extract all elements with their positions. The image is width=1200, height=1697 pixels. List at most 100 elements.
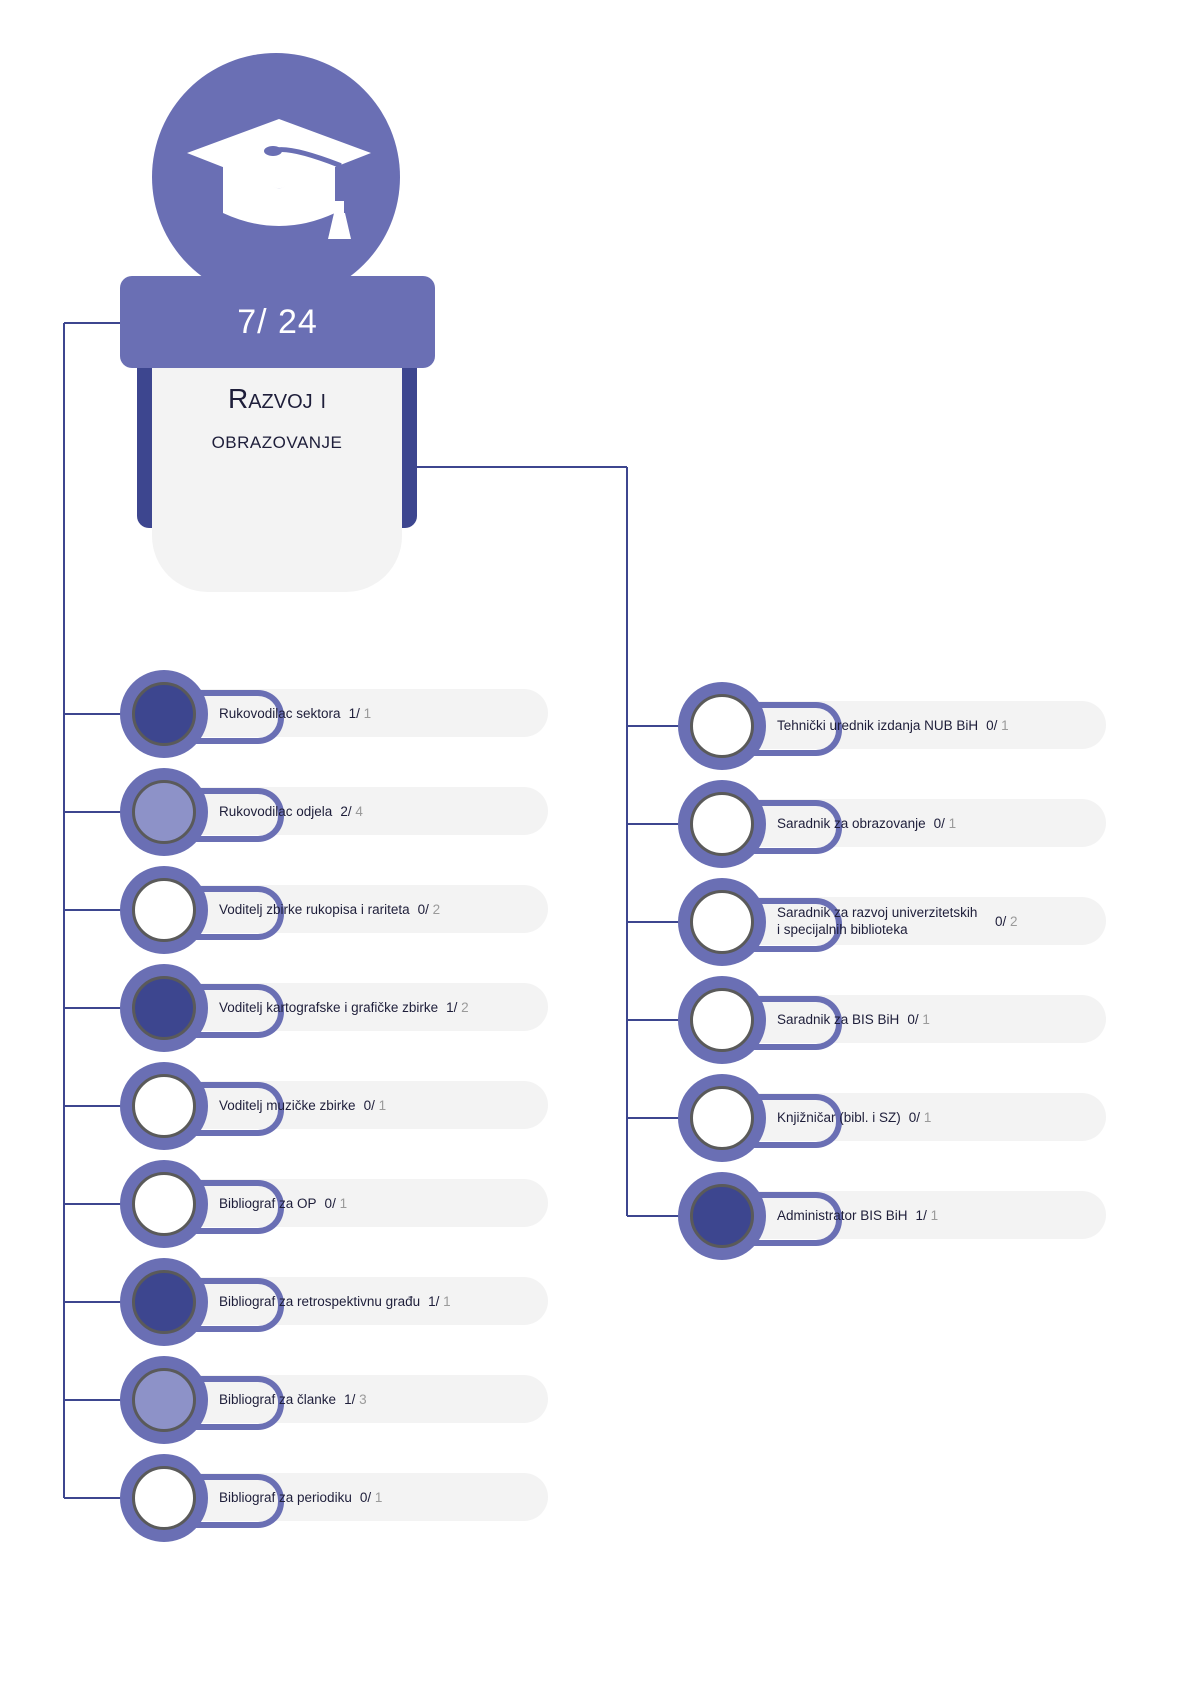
position-count: 1/ 3: [344, 1391, 367, 1408]
position-filled-count: 0: [324, 1195, 333, 1211]
position-card: [178, 1375, 548, 1423]
count-separator: /: [923, 1207, 931, 1223]
position-filled-count: 0: [908, 1109, 917, 1125]
position-count: 0/ 2: [995, 913, 1018, 930]
count-separator: /: [916, 1109, 924, 1125]
count-separator: /: [453, 999, 462, 1015]
position-card: [178, 689, 548, 737]
position-band: [184, 1082, 284, 1136]
position-status-dot: [690, 890, 754, 954]
position-status-dot: [132, 682, 196, 746]
position-title: Knjižničar (bibl. i SZ): [777, 1109, 901, 1125]
position-status-ring: [678, 682, 766, 770]
position-band: [742, 800, 842, 854]
position-status-ring: [120, 1356, 208, 1444]
position-count: 0/ 1: [360, 1489, 383, 1506]
position-title: Administrator BIS BiH: [777, 1207, 908, 1223]
department-title-line1: Razvoj i: [227, 383, 326, 414]
position-status-dot: [132, 1270, 196, 1334]
position-total-count: 1: [930, 1207, 939, 1223]
position-node: Bibliograf za OP 0/ 1: [120, 1160, 550, 1248]
position-total-count: 1: [378, 1097, 387, 1113]
position-title: Bibliograf za članke: [219, 1391, 337, 1407]
count-separator: /: [993, 717, 1002, 733]
position-filled-count: 0: [933, 815, 942, 831]
position-status-ring: [120, 670, 208, 758]
position-label: Bibliograf za članke 1/ 3: [219, 1375, 539, 1423]
position-total-count: 2: [1010, 913, 1018, 929]
position-card: [736, 799, 1106, 847]
position-title: Saradnik za razvoj univerzitetskih i spe…: [777, 905, 978, 937]
position-status-dot: [132, 976, 196, 1040]
position-count: 1/ 1: [349, 705, 372, 722]
position-card: [178, 1473, 548, 1521]
position-title: Saradnik za obrazovanje: [777, 815, 926, 831]
position-status-dot: [690, 792, 754, 856]
position-band: [742, 1192, 842, 1246]
position-title: Voditelj kartografske i grafičke zbirke: [219, 999, 439, 1015]
position-status-ring: [678, 1074, 766, 1162]
position-count: 2/ 4: [340, 803, 363, 820]
position-total-count: 2: [432, 901, 441, 917]
position-title: Voditelj zbirke rukopisa i rariteta: [219, 901, 410, 917]
position-count: 1/ 2: [446, 999, 469, 1016]
position-count: 1/ 1: [428, 1293, 451, 1310]
position-status-ring: [678, 976, 766, 1064]
position-band: [184, 984, 284, 1038]
count-separator: /: [347, 803, 356, 819]
position-status-ring: [120, 1062, 208, 1150]
position-status-ring: [120, 768, 208, 856]
position-count: 1/ 1: [916, 1207, 939, 1224]
position-status-dot: [690, 1086, 754, 1150]
position-card: [736, 1093, 1106, 1141]
position-node: Rukovodilac sektora 1/ 1: [120, 670, 550, 758]
position-filled-count: 1: [344, 1391, 352, 1407]
position-filled-count: 1: [446, 999, 454, 1015]
position-status-dot: [132, 780, 196, 844]
position-band: [184, 788, 284, 842]
position-band: [184, 1474, 284, 1528]
position-filled-count: 1: [428, 1293, 436, 1309]
position-status-ring: [120, 1454, 208, 1542]
position-count: 0/ 1: [325, 1195, 348, 1212]
count-separator: /: [435, 1293, 444, 1309]
position-card: [178, 1179, 548, 1227]
position-status-ring: [120, 866, 208, 954]
position-count: 0/ 1: [909, 1109, 932, 1126]
position-title: Rukovodilac sektora: [219, 705, 341, 721]
position-card: [178, 1081, 548, 1129]
position-status-dot: [690, 1184, 754, 1248]
position-status-ring: [678, 1172, 766, 1260]
department-title: Razvoj i obrazovanje: [152, 378, 402, 462]
position-status-dot: [132, 1368, 196, 1432]
position-filled-count: 1: [348, 705, 357, 721]
position-title: Bibliograf za OP: [219, 1195, 317, 1211]
position-status-dot: [132, 1074, 196, 1138]
graduation-cap-icon: [187, 119, 371, 239]
department-card: [152, 350, 402, 592]
position-total-count: 4: [355, 803, 363, 819]
position-label: Rukovodilac sektora 1/ 1: [219, 689, 539, 737]
count-separator: /: [356, 705, 364, 721]
position-status-ring: [120, 1160, 208, 1248]
position-total-count: 2: [461, 999, 469, 1015]
position-label: Saradnik za razvoj univerzitetskih i spe…: [777, 897, 1097, 945]
position-label: Administrator BIS BiH 1/ 1: [777, 1191, 1097, 1239]
position-status-dot: [690, 694, 754, 758]
position-label: Knjižničar (bibl. i SZ) 0/ 1: [777, 1093, 1097, 1141]
position-filled-count: 0: [363, 1097, 372, 1113]
position-band: [184, 1180, 284, 1234]
